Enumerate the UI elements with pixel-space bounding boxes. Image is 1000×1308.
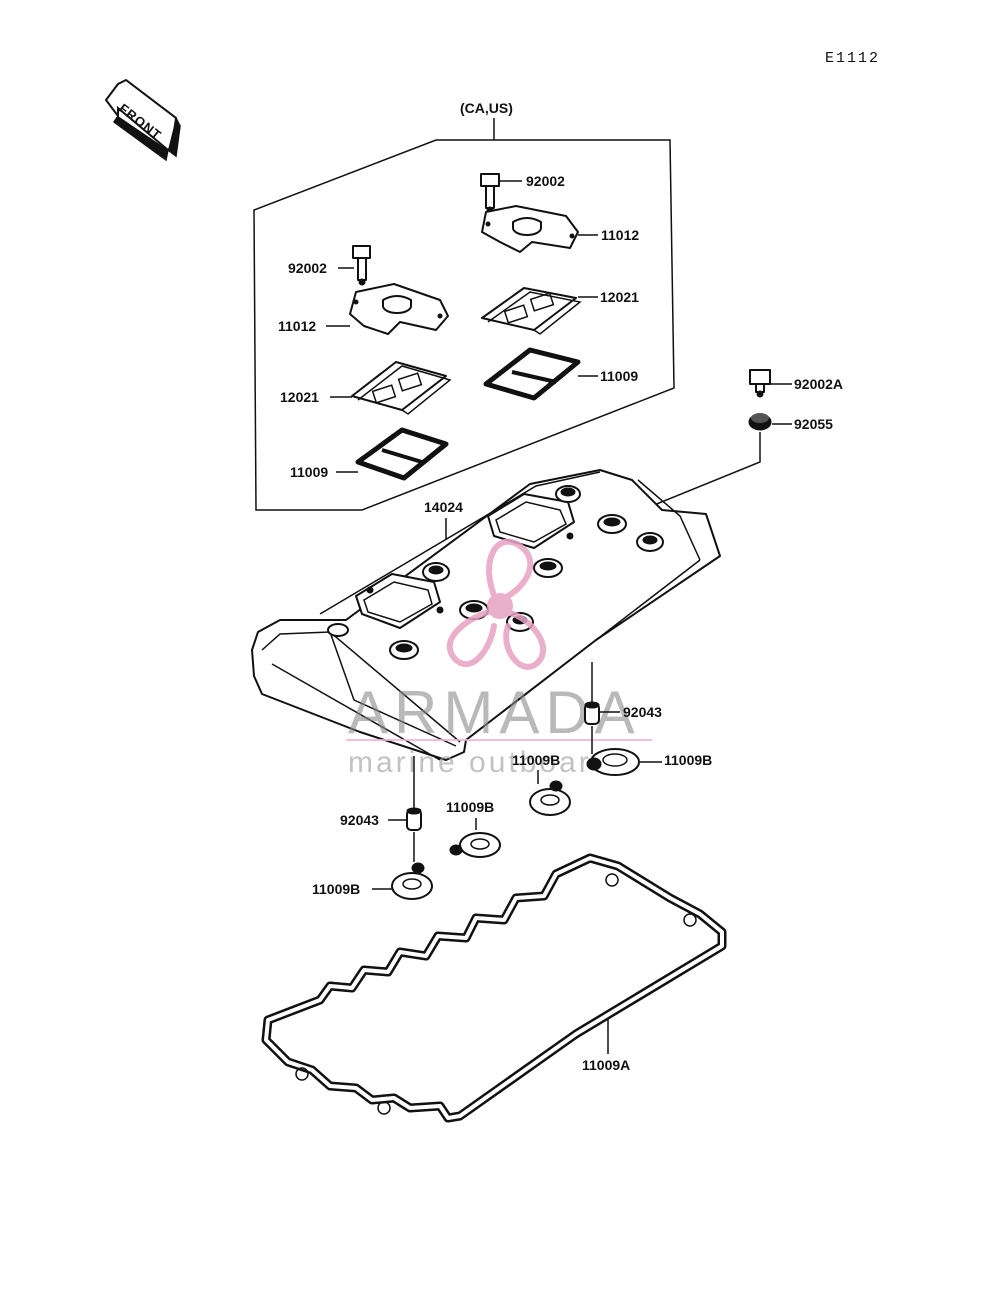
label-11012-left: 11012: [278, 318, 316, 334]
front-direction-arrow: FRONT: [104, 78, 181, 162]
label-11012-right: 11012: [601, 227, 639, 243]
propeller-logo-icon: [446, 538, 546, 670]
cover-plate-11012-left: [349, 283, 449, 335]
bolt-92002-right: [480, 173, 500, 214]
o-ring-11009B-left: [391, 862, 433, 900]
gasket-11009-right: [483, 347, 581, 401]
dowel-pin-92043-right: [584, 701, 600, 725]
label-92002A: 92002A: [794, 376, 843, 392]
label-12021-left: 12021: [280, 389, 319, 405]
label-11009B-right: 11009B: [664, 752, 712, 768]
reed-plate-12021-right: [481, 287, 582, 335]
label-92002-left: 92002: [288, 260, 327, 276]
reed-plate-12021-left: [351, 361, 452, 415]
gasket-11009-left: [355, 427, 449, 481]
o-ring-11009B-center: [529, 780, 571, 816]
label-14024: 14024: [424, 499, 463, 515]
label-92055: 92055: [794, 416, 833, 432]
label-11009A: 11009A: [582, 1057, 630, 1073]
armada-watermark: ARMADA marine outboards: [346, 538, 652, 779]
label-11009-right: 11009: [600, 368, 638, 384]
region-label: (CA,US): [460, 100, 513, 116]
cover-plate-11012-right: [481, 205, 579, 253]
diagram-code: E1112: [825, 50, 880, 67]
label-11009B-left: 11009B: [312, 881, 360, 897]
label-92043-right: 92043: [623, 704, 662, 720]
label-11009-left: 11009: [290, 464, 328, 480]
o-ring-11009B-small: [449, 832, 501, 858]
label-92002-right: 92002: [526, 173, 565, 189]
dowel-pin-92043-left: [406, 807, 422, 831]
head-cover-gasket-11009A: [261, 853, 727, 1123]
washer-92055: [748, 413, 772, 431]
o-ring-11009B-right: [586, 748, 640, 776]
watermark-tagline: marine outboards: [348, 746, 629, 779]
ca-us-group-box: (CA,US): [253, 100, 675, 511]
bolt-92002A: [749, 369, 771, 398]
label-11009B-small: 11009B: [446, 799, 494, 815]
bolt-92002-left: [352, 245, 371, 286]
label-12021-right: 12021: [600, 289, 639, 305]
label-11009B-center: 11009B: [512, 752, 560, 768]
label-92043-left: 92043: [340, 812, 379, 828]
